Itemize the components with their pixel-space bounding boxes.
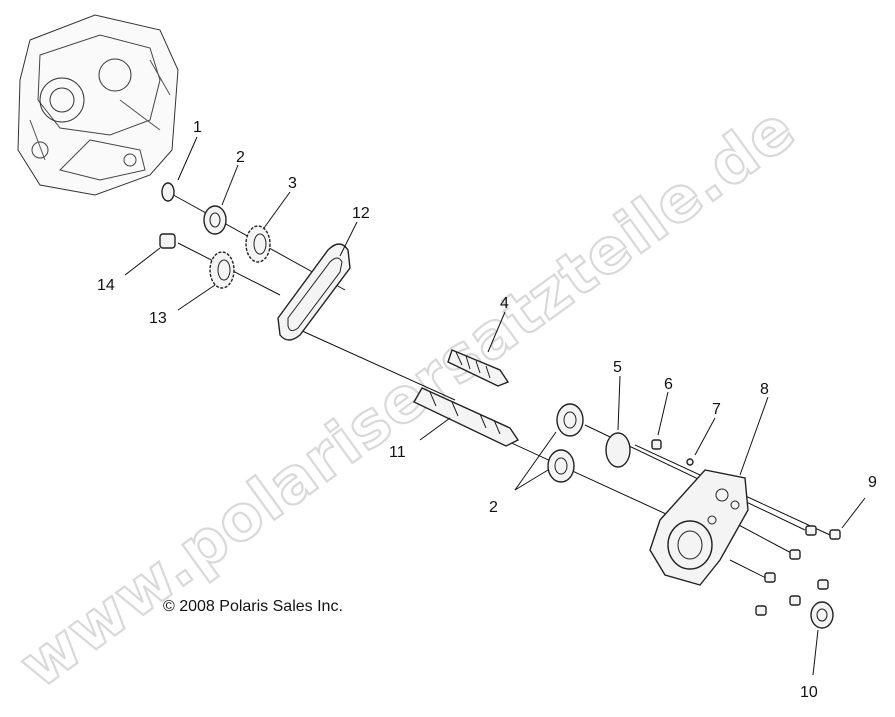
callout-2-lower: 2: [489, 499, 498, 516]
callout-4: 4: [500, 295, 509, 312]
bearing-part-2-upper: [203, 205, 227, 235]
bearing-part-2-pair: [547, 403, 584, 483]
o-ring-part-5: [605, 432, 631, 468]
callout-9: 9: [868, 474, 877, 491]
callout-13: 13: [149, 310, 167, 327]
callout-2-upper: 2: [236, 149, 245, 166]
callout-3: 3: [288, 175, 297, 192]
callout-1: 1: [193, 119, 202, 136]
gear-part-3: [245, 225, 271, 263]
callout-14: 14: [97, 277, 115, 294]
seal-part-10: [810, 601, 834, 629]
dowel-part-6: [651, 439, 662, 450]
callout-leaders: [124, 136, 866, 676]
shaft-part-4: [447, 349, 510, 387]
callout-5: 5: [613, 359, 622, 376]
chain-part-12: [277, 243, 351, 341]
callout-7: 7: [712, 401, 721, 418]
callout-8: 8: [760, 381, 769, 398]
copyright-text: © 2008 Polaris Sales Inc.: [163, 598, 343, 615]
callout-10: 10: [800, 684, 818, 701]
callout-11: 11: [389, 444, 406, 461]
callout-6: 6: [664, 376, 673, 393]
bolts-part-9: [755, 525, 841, 616]
gear-part-13: [209, 251, 235, 289]
transmission-housing-illustration: [17, 14, 179, 196]
snap-ring-part-1: [161, 182, 175, 202]
callout-12: 12: [352, 205, 370, 222]
bushing-part-14: [159, 233, 176, 249]
cover-part-8: [649, 469, 749, 586]
shaft-part-11: [413, 387, 520, 447]
ring-part-7: [686, 458, 694, 466]
